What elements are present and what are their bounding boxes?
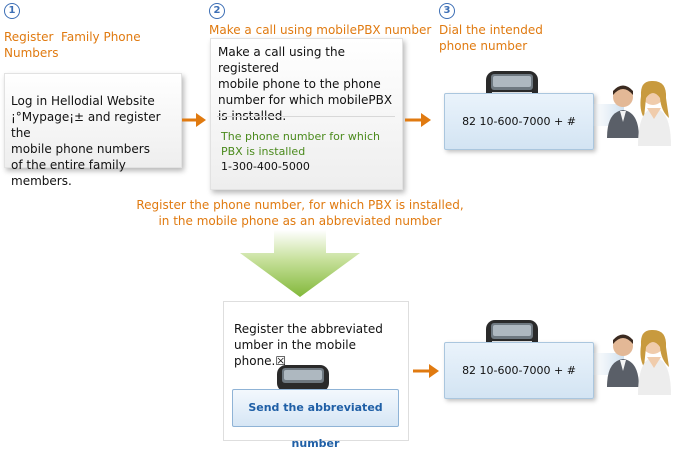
send-abbreviated-number-button[interactable]: Send the abbreviated number: [232, 389, 399, 450]
step-1-title-line1: Register Family Phone: [4, 30, 141, 44]
step-3-title-line2: phone number: [439, 39, 528, 53]
arrow-right-icon: [404, 111, 432, 129]
step-3-number: 3: [439, 3, 455, 19]
dial-number-top: 82 10-600-7000 + #: [462, 115, 576, 128]
box1-line2: ¡°Mypage¡± and register the: [11, 110, 161, 140]
abbreviated-number-box: Register the abbreviated umber in the mo…: [223, 301, 409, 450]
step-3-title: Dial the intended phone number: [439, 22, 599, 54]
call-center-agents-icon: [590, 327, 678, 403]
box1-line4: of the entire family members.: [11, 158, 126, 188]
middle-caption-line2: in the mobile phone as an abbreviated nu…: [158, 214, 442, 228]
step-1-title-line2: Numbers: [4, 46, 59, 60]
call-center-agents-icon: [590, 78, 678, 154]
pbx-divider: [217, 116, 395, 117]
middle-caption-line1: Register the phone number, for which PBX…: [136, 198, 464, 212]
box2-line3: number for which mobilePBX: [218, 93, 393, 107]
arrow-right-icon: [412, 362, 440, 380]
register-family-box: Log in Hellodial Website ¡°Mypage¡± and …: [4, 73, 182, 188]
pbx-number: 1-300-400-5000: [221, 160, 310, 173]
bottom-box-line1: Register the abbreviated: [234, 322, 383, 336]
step-3-title-line1: Dial the intended: [439, 23, 543, 37]
mobile-phone-icon: [274, 364, 332, 396]
step-1-number: 1: [4, 3, 20, 19]
step-2-number: 2: [209, 3, 225, 19]
middle-caption: Register the phone number, for which PBX…: [0, 197, 600, 229]
box1-line3: mobile phone numbers: [11, 142, 150, 156]
arrow-down-icon: [239, 230, 361, 302]
make-call-box: Make a call using the registered mobile …: [210, 38, 403, 190]
dial-panel-bottom: 82 10-600-7000 + #: [444, 342, 594, 399]
dial-number-bottom: 82 10-600-7000 + #: [462, 364, 576, 377]
arrow-right-icon: [181, 111, 207, 129]
box2-line2: mobile phone to the phone: [218, 77, 381, 91]
pbx-label-line2: PBX is installed: [221, 145, 306, 158]
box2-line1: Make a call using the registered: [218, 45, 345, 75]
box1-line1: Log in Hellodial Website: [11, 94, 155, 108]
bottom-box-line2: umber in the mobile phone.☒: [234, 338, 357, 368]
pbx-label-line1: The phone number for which: [221, 130, 380, 143]
step-1-title: Register Family Phone Numbers: [4, 29, 174, 61]
dial-panel-top: 82 10-600-7000 + #: [444, 93, 594, 150]
step-2-title: Make a call using mobilePBX number: [209, 23, 432, 37]
